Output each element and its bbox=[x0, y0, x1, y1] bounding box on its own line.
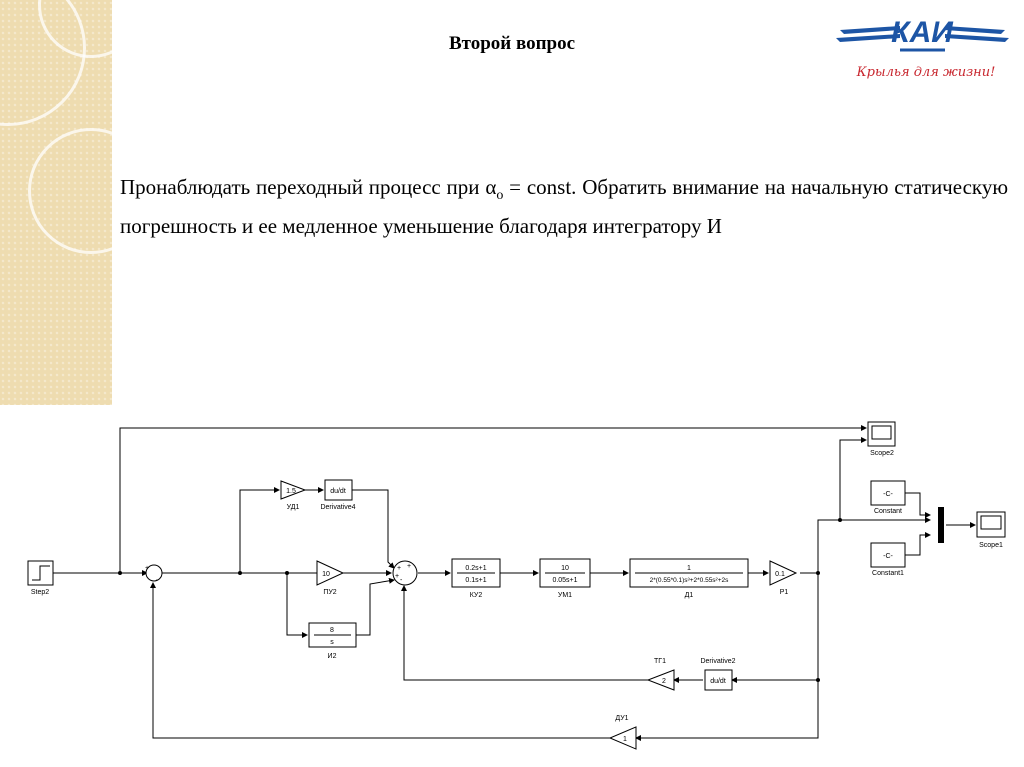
svg-text:du/dt: du/dt bbox=[330, 488, 346, 495]
derivative4-block: du/dt Derivative4 bbox=[320, 479, 356, 511]
constant1-block: -C- Constant1 bbox=[870, 542, 906, 577]
gain-ud1: 1.5 УД1 bbox=[280, 480, 307, 511]
svg-text:Step2: Step2 bbox=[31, 589, 49, 596]
transfer-d1: 1 2*(0.55*0.1)s³+2*0.55s²+2s Д1 bbox=[629, 558, 749, 599]
task-paragraph: Пронаблюдать переходный процесс при αo =… bbox=[120, 175, 1009, 239]
step-block: Step2 bbox=[27, 560, 54, 596]
svg-text:ДУ1: ДУ1 bbox=[615, 715, 628, 722]
svg-text:-: - bbox=[400, 577, 403, 584]
kai-logo: КАИ Крылья для жизни! bbox=[836, 16, 1009, 80]
svg-text:ТГ1: ТГ1 bbox=[654, 658, 666, 665]
svg-text:2: 2 bbox=[662, 678, 666, 685]
svg-text:2*(0.55*0.1)s³+2*0.55s²+2s: 2*(0.55*0.1)s³+2*0.55s²+2s bbox=[650, 577, 730, 584]
svg-text:УМ1: УМ1 bbox=[558, 592, 572, 599]
derivative2-block: du/dt Derivative2 bbox=[700, 658, 736, 691]
decorative-background bbox=[0, 0, 112, 405]
logo-text: КАИ bbox=[891, 16, 954, 49]
svg-text:Scope2: Scope2 bbox=[870, 450, 894, 457]
gain-tg1: 2 ТГ1 bbox=[646, 658, 675, 691]
svg-text:+: + bbox=[395, 573, 399, 580]
svg-text:ПУ2: ПУ2 bbox=[323, 589, 336, 596]
transfer-um1: 10 0.05s+1 УМ1 bbox=[539, 558, 591, 599]
simulink-diagram: Step2 + - 1.5 УД1 du/dt Derivative4 10 П… bbox=[27, 421, 1006, 750]
gain-du1: 1 ДУ1 bbox=[608, 715, 637, 750]
svg-text:0.2s+1: 0.2s+1 bbox=[465, 565, 486, 572]
svg-text:+: + bbox=[397, 565, 401, 572]
svg-text:-C-: -C- bbox=[883, 553, 893, 560]
svg-text:0.05s+1: 0.05s+1 bbox=[552, 577, 577, 584]
svg-text:Constant1: Constant1 bbox=[872, 570, 904, 577]
sum-block-1: + - bbox=[145, 564, 163, 584]
svg-text:Derivative2: Derivative2 bbox=[700, 658, 735, 665]
svg-text:10: 10 bbox=[561, 565, 569, 572]
gain-pu2: 10 ПУ2 bbox=[316, 560, 345, 596]
svg-text:8: 8 bbox=[330, 627, 334, 634]
logo-slogan: Крылья для жизни! bbox=[856, 65, 996, 80]
svg-text:du/dt: du/dt bbox=[710, 678, 726, 685]
svg-text:+: + bbox=[407, 563, 411, 570]
alpha-symbol: α bbox=[485, 175, 497, 199]
svg-text:И2: И2 bbox=[328, 653, 337, 660]
gain-p1: 0.1 Р1 bbox=[769, 560, 798, 596]
svg-text:1.5: 1.5 bbox=[286, 488, 296, 495]
svg-text:Constant: Constant bbox=[874, 508, 902, 515]
svg-text:s: s bbox=[330, 639, 334, 646]
svg-text:-: - bbox=[156, 577, 159, 584]
svg-text:Д1: Д1 bbox=[685, 592, 694, 599]
svg-text:Derivative4: Derivative4 bbox=[320, 504, 355, 511]
integrator-i2: 8 s И2 bbox=[308, 622, 357, 660]
mux-block bbox=[938, 507, 944, 543]
slide-title: Второй вопрос bbox=[448, 33, 576, 54]
svg-text:1: 1 bbox=[687, 565, 691, 572]
svg-text:0.1: 0.1 bbox=[775, 571, 785, 578]
svg-text:+: + bbox=[145, 565, 149, 572]
svg-text:1: 1 bbox=[623, 736, 627, 743]
svg-text:Р1: Р1 bbox=[780, 589, 789, 596]
svg-text:Scope1: Scope1 bbox=[979, 542, 1003, 549]
svg-text:УД1: УД1 bbox=[287, 504, 300, 511]
constant-block: -C- Constant bbox=[870, 480, 906, 515]
svg-text:КУ2: КУ2 bbox=[470, 592, 483, 599]
svg-text:10: 10 bbox=[322, 571, 330, 578]
svg-text:-C-: -C- bbox=[883, 491, 893, 498]
svg-text:0.1s+1: 0.1s+1 bbox=[465, 577, 486, 584]
sum-block-2: + + - + bbox=[392, 560, 418, 586]
transfer-ku2: 0.2s+1 0.1s+1 КУ2 bbox=[451, 558, 501, 599]
scope2-block: Scope2 bbox=[867, 421, 896, 457]
scope1-block: Scope1 bbox=[976, 511, 1006, 549]
